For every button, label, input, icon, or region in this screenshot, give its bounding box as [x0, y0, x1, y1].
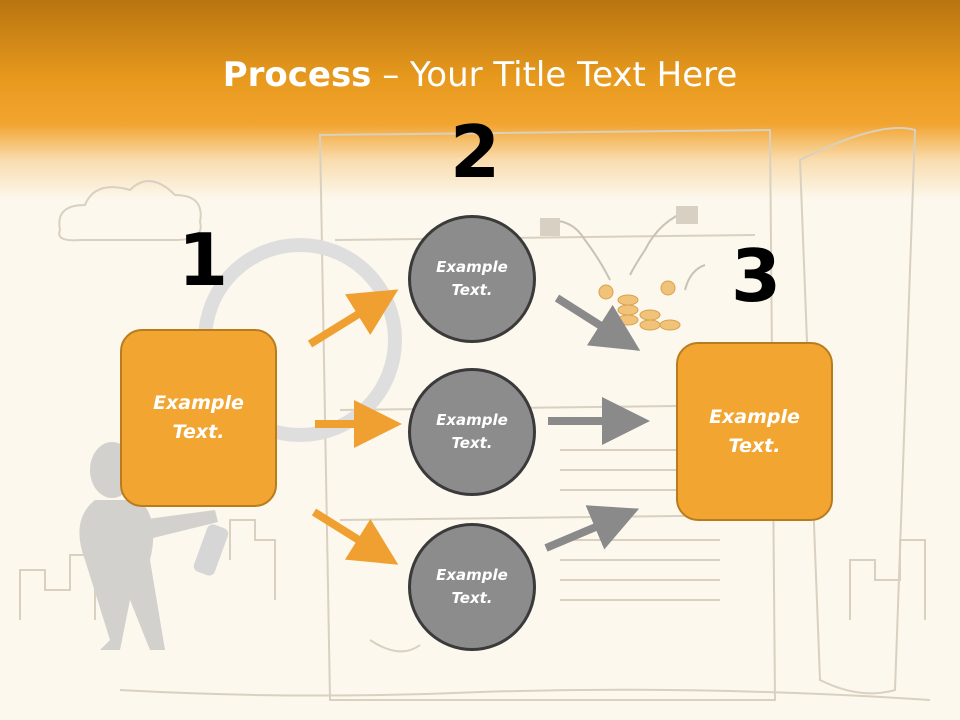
slide-title: Process – Your Title Text Here: [0, 52, 960, 98]
step-number-1: 1: [178, 218, 229, 302]
circle-middle-line1: Example: [436, 411, 508, 429]
title-rest: – Your Title Text Here: [371, 55, 738, 95]
title-bold: Process: [222, 55, 372, 95]
step-2-circle-middle: Example Text.: [408, 368, 536, 496]
step-2-circle-bottom: Example Text.: [408, 523, 536, 651]
circle-top-line1: Example: [436, 258, 508, 276]
step-2-circle-top: Example Text.: [408, 215, 536, 343]
step-number-2: 2: [450, 110, 501, 194]
step-3-box: Example Text.: [676, 342, 833, 521]
step-1-box: Example Text.: [120, 329, 277, 507]
circle-bottom-line1: Example: [436, 566, 508, 584]
step-3-box-line2: Text.: [728, 434, 781, 457]
step-number-3: 3: [731, 234, 782, 318]
circle-middle-line2: Text.: [451, 434, 493, 452]
circle-top-line2: Text.: [451, 281, 493, 299]
circle-bottom-line2: Text.: [451, 589, 493, 607]
step-1-box-line2: Text.: [172, 421, 225, 443]
step-1-box-line1: Example: [153, 392, 244, 414]
step-3-box-line1: Example: [709, 405, 800, 428]
